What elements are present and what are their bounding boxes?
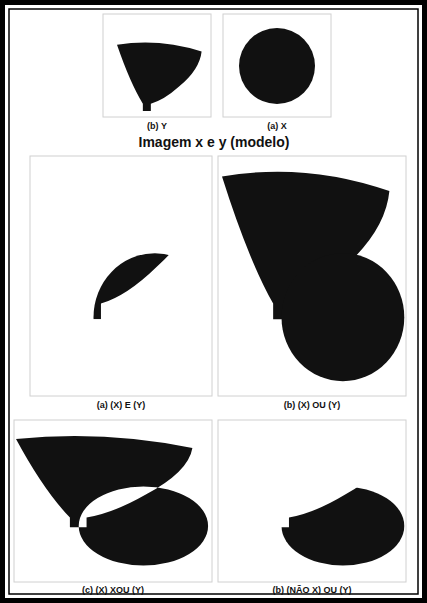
panel-caption: (b) Y (147, 121, 167, 131)
panel-caption: (a) (X) E (Y) (97, 400, 146, 410)
figure-title: Imagem x e y (modelo) (139, 134, 290, 150)
panel-caption: (b) (X) OU (Y) (284, 400, 341, 410)
panel-caption: (b) (NÃO X) OU (Y) (273, 585, 352, 595)
panel-caption: (c) (X) XOU (Y) (82, 585, 144, 595)
panel-caption: (a) X (267, 121, 287, 131)
